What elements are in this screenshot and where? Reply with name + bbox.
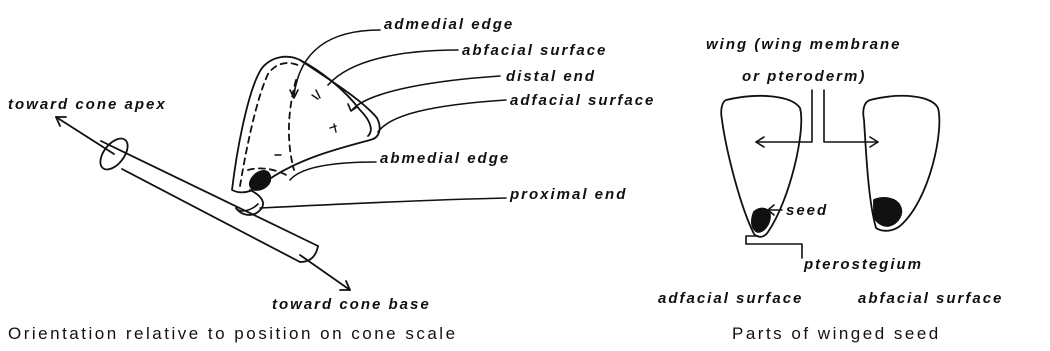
label-toward-cone-apex: toward cone apex: [8, 96, 167, 113]
wing-pointer-lines: [756, 90, 878, 147]
label-toward-cone-base: toward cone base: [272, 296, 431, 313]
pterostegium-leader: [746, 236, 802, 258]
label-abfacial-surface-left: abfacial surface: [462, 42, 607, 59]
seed-wing-outer: [232, 57, 380, 215]
right-seed-right-body: [874, 198, 901, 226]
seed-body-left: [250, 171, 270, 190]
cone-axis-cylinder: [95, 134, 318, 262]
caption-left: Orientation relative to position on cone…: [8, 324, 458, 344]
label-distal-end: distal end: [506, 68, 596, 85]
caption-right: Parts of winged seed: [732, 324, 941, 344]
label-wing-line1: wing (wing membrane: [706, 36, 902, 53]
label-abmedial-edge: abmedial edge: [380, 150, 510, 167]
label-pterostegium: pterostegium: [804, 256, 923, 273]
label-wing-line2: or pteroderm): [742, 68, 866, 85]
wing-inner-marks: [275, 90, 336, 155]
label-adfacial-surface-left: adfacial surface: [510, 92, 655, 109]
label-seed: seed: [786, 202, 828, 219]
apex-arrow: [56, 117, 114, 154]
right-seed-left-body: [752, 209, 770, 232]
base-arrow: [300, 255, 350, 290]
label-adfacial-surface-right: adfacial surface: [658, 290, 803, 307]
label-abfacial-surface-right: abfacial surface: [858, 290, 1003, 307]
label-admedial-edge: admedial edge: [384, 16, 514, 33]
label-proximal-end: proximal end: [510, 186, 627, 203]
